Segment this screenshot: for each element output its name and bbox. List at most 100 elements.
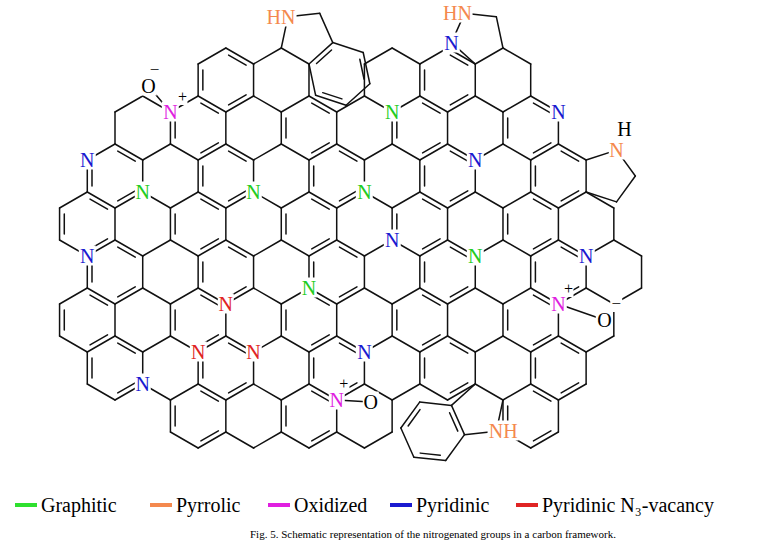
bond-line bbox=[475, 64, 477, 96]
bond-line bbox=[450, 383, 467, 393]
bond-line bbox=[333, 43, 363, 53]
bond-line bbox=[90, 335, 107, 345]
bond-line bbox=[313, 358, 315, 378]
bond-line bbox=[281, 208, 283, 240]
bond-line bbox=[530, 64, 532, 96]
bond-line bbox=[419, 352, 421, 384]
bond-line bbox=[419, 64, 421, 96]
oxygen-atom: O bbox=[140, 76, 156, 96]
oxidized-atom-anchor: N bbox=[162, 102, 178, 123]
bond-line bbox=[535, 262, 537, 282]
bond-line bbox=[502, 208, 504, 240]
bond-line bbox=[201, 199, 218, 209]
legend-item: Oxidized bbox=[268, 492, 367, 518]
bond-line bbox=[320, 13, 333, 42]
bond-line bbox=[585, 160, 587, 192]
legend-swatch bbox=[268, 503, 290, 507]
bond-line bbox=[170, 432, 198, 448]
oxidized-atom: N bbox=[162, 102, 178, 122]
bond-line bbox=[91, 358, 93, 378]
bond-line bbox=[423, 199, 440, 209]
bond-line bbox=[281, 144, 309, 160]
bond-line bbox=[254, 384, 282, 400]
bond-line bbox=[392, 144, 420, 160]
graphitic-atom: N bbox=[301, 278, 317, 298]
bond-line bbox=[229, 247, 246, 257]
bond-line bbox=[60, 192, 88, 208]
bond-line bbox=[87, 352, 89, 384]
bond-line bbox=[254, 288, 282, 304]
bond-line bbox=[253, 256, 255, 288]
bond-line bbox=[202, 262, 204, 282]
bond-line bbox=[339, 151, 356, 161]
bond-line bbox=[420, 384, 448, 400]
bond-line bbox=[281, 112, 283, 144]
bond-line bbox=[502, 112, 504, 144]
legend-item: Graphitic bbox=[15, 492, 117, 518]
legend-swatch bbox=[516, 503, 538, 507]
bond-line bbox=[423, 335, 440, 345]
graphitic-atom: N bbox=[467, 246, 483, 266]
bond-line bbox=[420, 453, 440, 455]
bond-line bbox=[533, 239, 550, 249]
bond-line bbox=[558, 208, 560, 240]
pyridinic-atom: N bbox=[356, 342, 372, 362]
bond-line bbox=[317, 50, 332, 64]
bond-line bbox=[450, 55, 467, 65]
bond-line bbox=[336, 304, 338, 336]
bond-line bbox=[143, 144, 171, 160]
bond-line bbox=[281, 432, 309, 448]
bond-line bbox=[308, 352, 310, 384]
legend-swatch bbox=[390, 503, 412, 507]
bond-line bbox=[503, 288, 531, 304]
bond-line bbox=[475, 352, 477, 384]
legend-text: Pyridinic N₃-vacancy bbox=[542, 495, 714, 515]
pyridinic-atom: N bbox=[384, 230, 400, 250]
bond-line bbox=[450, 151, 467, 161]
bond-line bbox=[197, 256, 199, 288]
bond-line bbox=[312, 103, 329, 113]
bond-line bbox=[561, 191, 578, 201]
bond-line bbox=[392, 192, 420, 208]
bond-line bbox=[408, 410, 420, 426]
bond-line bbox=[90, 295, 107, 305]
bond-line bbox=[420, 402, 452, 405]
bond-line bbox=[312, 199, 329, 209]
bond-line bbox=[90, 199, 107, 209]
graphitic-atom: N bbox=[245, 182, 261, 202]
bond-line bbox=[59, 304, 61, 336]
legend-swatch bbox=[150, 503, 172, 507]
oxidized-atom: N bbox=[328, 390, 344, 410]
bond-line bbox=[339, 247, 356, 257]
bond-line bbox=[143, 288, 171, 304]
bond-line bbox=[419, 160, 421, 192]
bond-line bbox=[281, 96, 309, 112]
pyridinic-atom-anchor: N bbox=[578, 246, 594, 267]
bond-line bbox=[446, 435, 465, 461]
bond-line bbox=[503, 192, 531, 208]
bond-line bbox=[561, 151, 578, 161]
bond-line bbox=[535, 166, 537, 186]
bond-line bbox=[424, 262, 426, 282]
pyridinic-atom-anchor: N bbox=[467, 150, 483, 171]
pyridinic-atom: N bbox=[79, 150, 95, 170]
bond-line bbox=[535, 358, 537, 378]
bond-line bbox=[364, 144, 392, 160]
bond-line bbox=[229, 191, 246, 201]
bond-line bbox=[118, 343, 135, 353]
bond-line bbox=[364, 288, 392, 304]
bond-line bbox=[118, 191, 135, 201]
bond-line bbox=[503, 96, 531, 112]
bond-line bbox=[533, 335, 550, 345]
bond-line bbox=[254, 240, 282, 256]
bond-line bbox=[170, 192, 198, 208]
bond-line bbox=[533, 103, 550, 113]
bond-line bbox=[530, 352, 532, 384]
pyrrolic-atom-anchor: NH bbox=[488, 421, 519, 442]
bond-line bbox=[424, 166, 426, 186]
bond-line bbox=[391, 400, 393, 432]
bond-line bbox=[118, 151, 135, 161]
bond-line bbox=[447, 304, 449, 336]
bond-line bbox=[475, 48, 503, 64]
bond-line bbox=[115, 96, 143, 112]
